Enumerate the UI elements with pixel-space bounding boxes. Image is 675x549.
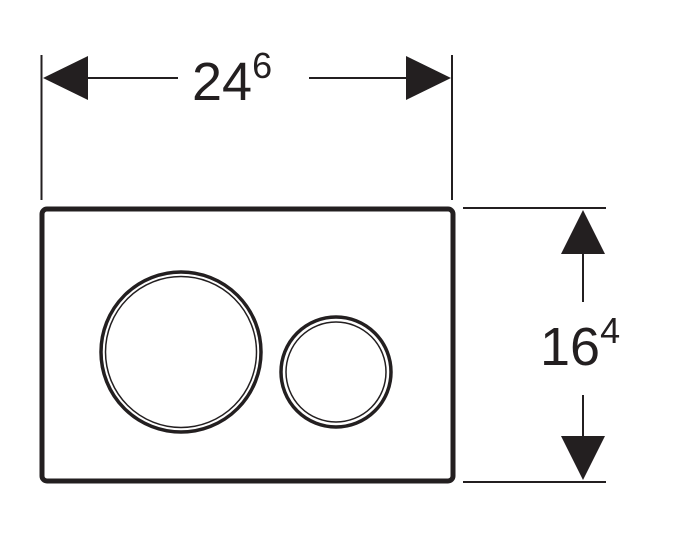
- width-value: 24: [192, 52, 252, 112]
- arrow-down-icon: [561, 436, 605, 480]
- arrow-up-icon: [561, 210, 605, 254]
- width-superscript: 6: [252, 45, 272, 86]
- small-flush-button: [279, 315, 393, 429]
- flush-plate-outline: [39, 206, 456, 484]
- height-superscript: 4: [600, 310, 620, 351]
- small-button-inner-ring: [285, 321, 387, 423]
- large-button-inner-ring: [104, 275, 258, 429]
- large-flush-button: [99, 270, 263, 434]
- height-label: 164: [540, 310, 620, 377]
- arrow-left-icon: [43, 56, 88, 100]
- width-dimension: [40, 55, 453, 200]
- height-value: 16: [540, 317, 600, 377]
- large-button-outer-ring: [99, 270, 263, 434]
- height-dimension: [463, 207, 606, 483]
- width-label: 246: [192, 45, 272, 112]
- small-button-outer-ring: [279, 315, 393, 429]
- arrow-right-icon: [406, 56, 451, 100]
